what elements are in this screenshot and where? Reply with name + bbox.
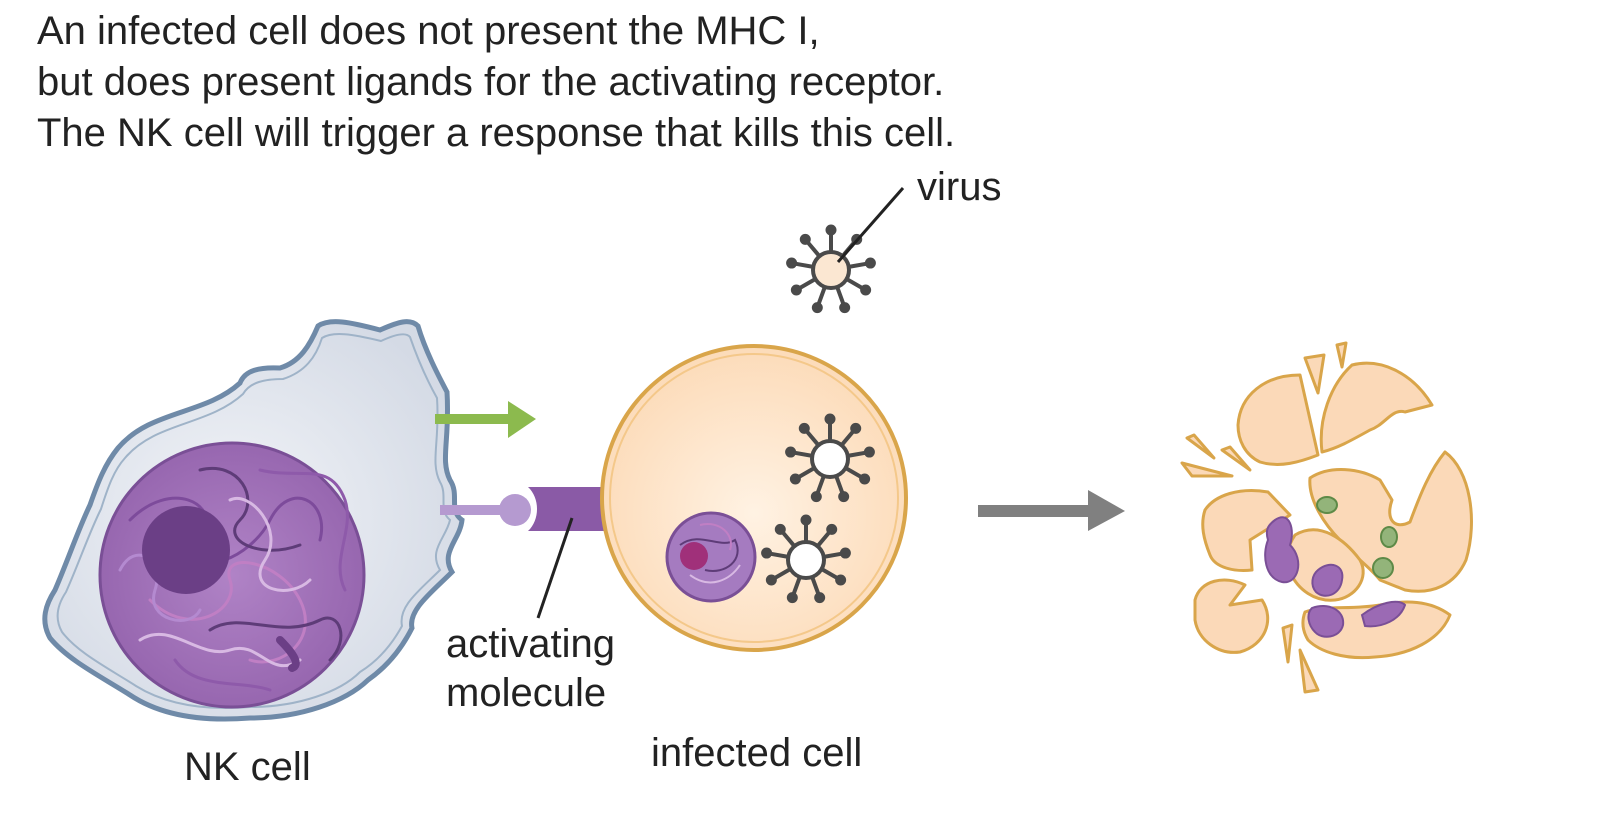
virus-leader-line — [836, 187, 905, 263]
nk-cell-label: NK cell — [184, 745, 311, 789]
virus-label: virus — [917, 165, 1002, 209]
shard — [1180, 461, 1234, 478]
virus-spikes — [761, 514, 851, 604]
infected-cell-nucleus — [665, 511, 757, 603]
organelles — [1316, 496, 1398, 579]
virus-spike-tip — [826, 523, 838, 535]
result-arrow — [978, 490, 1125, 531]
virus-inside-2 — [761, 514, 851, 604]
virus-free — [786, 224, 876, 314]
caption-line-2: but does present ligands for the activat… — [37, 60, 945, 104]
activating-molecule-leader-line — [536, 517, 574, 619]
virus-capsid — [810, 439, 850, 479]
virus-spike-tip — [761, 547, 773, 559]
caption: An infected cell does not present the MH… — [37, 6, 955, 159]
virus-spike-tip — [839, 547, 851, 559]
virus-spike-tip — [765, 574, 777, 586]
infected-cell-label: infected cell — [651, 731, 863, 775]
fragment — [1193, 578, 1270, 654]
virus-spike-tip — [814, 592, 826, 604]
virus-spike-tip — [863, 446, 875, 458]
activating-molecule-label: activating molecule — [446, 620, 615, 718]
virus-spike-tip — [810, 491, 822, 503]
virus-spike-tip — [864, 257, 876, 269]
virus-spike-tip — [786, 592, 798, 604]
activating-receptor — [440, 494, 531, 526]
virus-spike-tip — [789, 473, 801, 485]
organelle — [1372, 557, 1394, 579]
organelle — [1316, 496, 1338, 514]
virus-spike-tip — [798, 422, 810, 434]
nk-cell-nucleus — [98, 441, 366, 709]
virus-spike-tip — [824, 413, 836, 425]
nk-cell-nucleolus — [142, 506, 230, 594]
green-signal-arrow — [435, 401, 536, 438]
shard — [1298, 648, 1320, 694]
virus-spike-tip — [850, 422, 862, 434]
nucleus-fragment — [1307, 605, 1345, 638]
activating-molecule-label-line-1: activating — [446, 622, 615, 666]
virus-spike-tip — [825, 224, 837, 236]
organelle — [1380, 526, 1398, 548]
virus-spikes — [785, 413, 875, 503]
fragment — [1319, 361, 1434, 454]
virus-spike-tip — [859, 473, 871, 485]
fragment — [1236, 373, 1320, 466]
infected-cell-membrane — [600, 344, 908, 652]
virus-spike-tip — [785, 446, 797, 458]
virus-spike-tip — [790, 284, 802, 296]
caption-line-3: The NK cell will trigger a response that… — [37, 111, 956, 155]
virus-spike-tip — [860, 284, 872, 296]
virus-spike-tip — [800, 514, 812, 526]
virus-spike-tip — [835, 574, 847, 586]
caption-line-1: An infected cell does not present the MH… — [37, 9, 820, 53]
shard — [1335, 341, 1348, 369]
nucleus-fragment — [1264, 516, 1300, 584]
activating-molecule — [528, 487, 606, 531]
infected-cell — [600, 344, 908, 652]
shard — [1220, 445, 1252, 472]
nucleus-fragment — [1360, 600, 1407, 628]
virus-capsid — [786, 540, 826, 580]
nucleus-fragment — [1311, 563, 1344, 597]
nk-cell — [42, 319, 465, 722]
virus-spike-tip — [799, 233, 811, 245]
virus-spike-tip — [786, 257, 798, 269]
nucleus-fragments — [1264, 516, 1407, 638]
fragment — [1201, 489, 1292, 572]
shard — [1303, 353, 1326, 395]
activating-molecule-label-line-2: molecule — [446, 671, 607, 715]
virus-inside-1 — [785, 413, 875, 503]
virus-spike-tip — [839, 302, 851, 314]
virus-spike-tip — [838, 491, 850, 503]
virus-spike-tip — [774, 523, 786, 535]
virus-spike-tip — [811, 302, 823, 314]
nk-cell-membrane-inner — [56, 333, 452, 710]
shard — [1185, 433, 1216, 460]
lysed-cell — [1180, 341, 1473, 694]
shard — [1281, 623, 1294, 664]
